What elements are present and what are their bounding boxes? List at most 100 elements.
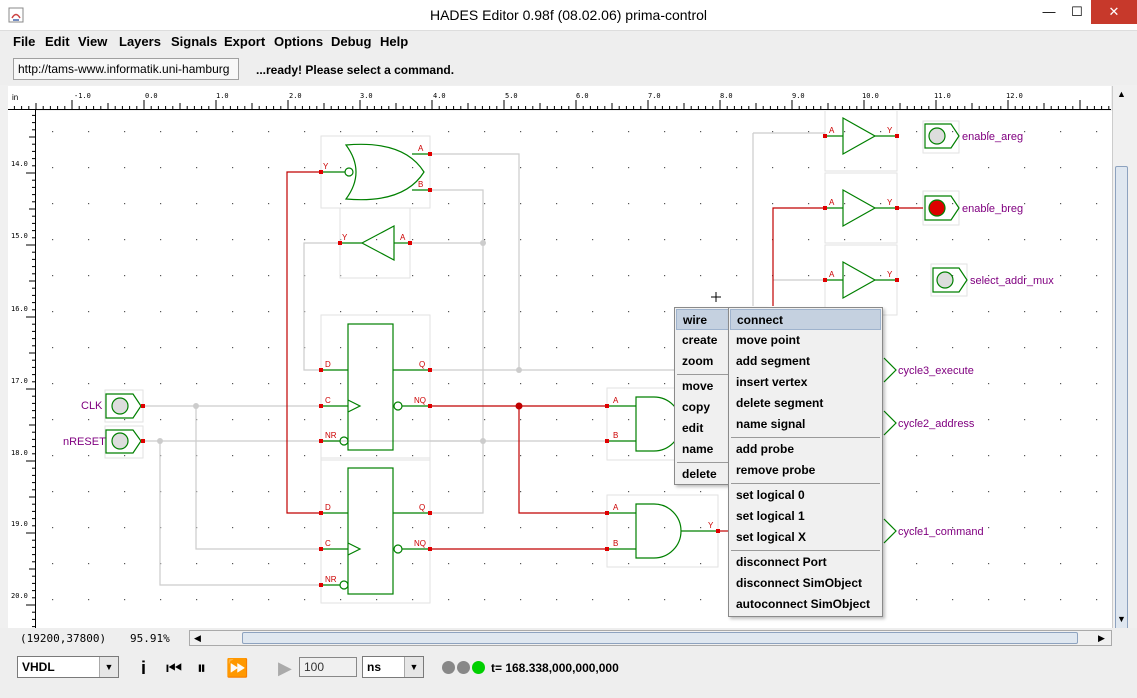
menu-view[interactable]: View: [78, 34, 108, 49]
crosshair-cursor-icon: [711, 292, 721, 302]
ruler-x-label: 10.0: [862, 92, 879, 100]
ruler-x-label: 1.0: [216, 92, 229, 100]
language-select[interactable]: VHDL ▼: [17, 656, 119, 678]
menu-layers[interactable]: Layers: [119, 34, 161, 49]
pin-label: NQ: [414, 396, 426, 405]
menu-options[interactable]: Options: [274, 34, 324, 49]
pause-icon[interactable]: ⏸: [197, 658, 206, 678]
zoom-level: 95.91%: [130, 632, 170, 645]
output-label-enable-areg: enable_areg: [962, 131, 1023, 143]
menu-connect[interactable]: connect: [730, 309, 881, 330]
pin-label: NQ: [414, 539, 426, 548]
ruler-y-label: 20.0: [11, 592, 28, 600]
menu-disconnect-simobject[interactable]: disconnect SimObject: [736, 576, 863, 590]
ruler-y-label: 18.0: [11, 449, 28, 457]
pin-label: Q: [419, 360, 425, 369]
menu-file[interactable]: File: [13, 34, 36, 49]
menu-autoconnect-simobject[interactable]: autoconnect SimObject: [736, 597, 871, 611]
pin-label: Y: [323, 162, 329, 171]
info-icon[interactable]: i: [141, 658, 147, 678]
pin-label: C: [325, 396, 331, 405]
schematic-canvas[interactable]: Y A B Y A D C NR Q NQ D C NR Q NQ A B A …: [36, 111, 1112, 628]
ruler-x-label: -1.0: [74, 92, 91, 100]
menu-signals[interactable]: Signals: [171, 34, 218, 49]
menu-add-probe[interactable]: add probe: [736, 442, 795, 456]
menu-name[interactable]: name: [682, 442, 714, 456]
vertical-scrollbar[interactable]: ▲ ▼: [1112, 86, 1129, 658]
simulation-toolbar: VHDL ▼ i ⏮ ⏸ ⏩ ▶ 100 ns ▼ t= 168.338,000…: [0, 648, 1137, 698]
pin-label: Y: [708, 521, 714, 530]
input-label-clk: CLK: [81, 400, 103, 412]
menu-separator: [731, 483, 880, 484]
ruler-ticks: [26, 114, 36, 628]
status-message: ...ready! Please select a command.: [256, 63, 455, 77]
menu-edit[interactable]: Edit: [45, 34, 70, 49]
menu-separator: [731, 550, 880, 551]
menu-edit-item[interactable]: edit: [682, 421, 704, 435]
menu-separator: [677, 462, 763, 463]
menu-move-point[interactable]: move point: [736, 333, 801, 347]
vertical-scroll-thumb[interactable]: [1115, 166, 1128, 658]
menu-help[interactable]: Help: [380, 34, 409, 49]
ruler-x-label: 11.0: [934, 92, 951, 100]
menu-set-logical-1[interactable]: set logical 1: [736, 509, 805, 523]
output-label-cycle3-execute: cycle3_execute: [898, 365, 974, 377]
scroll-up-icon[interactable]: ▲: [1117, 89, 1126, 99]
menu-bar: File Edit View Layers Signals Export Opt…: [0, 31, 1137, 53]
chevron-down-icon[interactable]: ▼: [404, 657, 423, 677]
fast-forward-icon[interactable]: ⏩: [226, 658, 249, 678]
ruler-x-label: 6.0: [576, 92, 589, 100]
timestep-field[interactable]: 100: [299, 657, 357, 677]
maximize-button[interactable]: ☐: [1071, 4, 1083, 19]
menu-add-segment[interactable]: add segment: [736, 354, 811, 368]
menu-remove-probe[interactable]: remove probe: [736, 463, 816, 477]
menu-name-signal[interactable]: name signal: [736, 417, 806, 431]
ruler-y-label: 17.0: [11, 377, 28, 385]
window-title: HADES Editor 0.98f (08.02.06) prima-cont…: [429, 7, 707, 23]
minimize-button[interactable]: —: [1042, 4, 1056, 19]
pin-label: Y: [342, 233, 348, 242]
menu-delete[interactable]: delete: [682, 467, 717, 481]
title-bar: HADES Editor 0.98f (08.02.06) prima-cont…: [0, 0, 1137, 31]
vertical-ruler: 14.0 15.0 16.0 17.0 18.0 19.0 20.0: [8, 110, 36, 628]
ruler-x-label: 12.0: [1006, 92, 1023, 100]
ruler-x-label: 0.0: [145, 92, 158, 100]
pin-label: Y: [887, 198, 893, 207]
menu-set-logical-0[interactable]: set logical 0: [736, 488, 805, 502]
menu-disconnect-port[interactable]: disconnect Port: [736, 555, 827, 569]
step-play-icon[interactable]: ▶: [278, 658, 292, 678]
menu-set-logical-x[interactable]: set logical X: [736, 530, 807, 544]
output-label-cycle1-command: cycle1_command: [898, 526, 984, 538]
scroll-right-icon[interactable]: ▶: [1098, 633, 1105, 643]
pin-label: A: [400, 233, 406, 242]
pin-label: Q: [419, 503, 425, 512]
menu-insert-vertex[interactable]: insert vertex: [736, 375, 808, 389]
close-button[interactable]: ✕: [1091, 0, 1137, 24]
time-unit-select[interactable]: ns ▼: [362, 656, 424, 678]
horizontal-ruler: in -1.0 0.0 1.0 2.0 3.0 4.0 5.0 6.0 7.0 …: [8, 86, 1111, 110]
rewind-icon[interactable]: ⏮: [166, 658, 183, 678]
url-bar: http://tams-www.informatik.uni-hamburg .…: [0, 53, 1137, 85]
menu-move[interactable]: move: [682, 379, 714, 393]
menu-debug[interactable]: Debug: [331, 34, 372, 49]
pin-label: A: [829, 270, 835, 279]
pin-label: D: [325, 503, 331, 512]
ruler-y-label: 14.0: [11, 160, 28, 168]
ruler-x-label: 4.0: [433, 92, 446, 100]
scroll-left-icon[interactable]: ◀: [194, 633, 201, 643]
scroll-down-icon[interactable]: ▼: [1117, 614, 1126, 624]
menu-export[interactable]: Export: [224, 34, 266, 49]
ruler-x-label: 7.0: [648, 92, 661, 100]
ruler-x-label: 9.0: [792, 92, 805, 100]
menu-delete-segment[interactable]: delete segment: [736, 396, 824, 410]
menu-copy[interactable]: copy: [682, 400, 711, 414]
output-label-enable-breg: enable_breg: [962, 203, 1023, 215]
url-field[interactable]: http://tams-www.informatik.uni-hamburg: [13, 58, 239, 80]
chevron-down-icon[interactable]: ▼: [99, 657, 118, 677]
horizontal-scrollbar[interactable]: ◀ ▶: [189, 630, 1112, 646]
cursor-coordinates: (19200,37800): [20, 632, 107, 645]
horizontal-scroll-thumb[interactable]: [242, 632, 1078, 644]
menu-separator: [677, 374, 763, 375]
output-label-select-addr-mux: select_addr_mux: [970, 275, 1054, 287]
pin-label: Y: [887, 126, 893, 135]
